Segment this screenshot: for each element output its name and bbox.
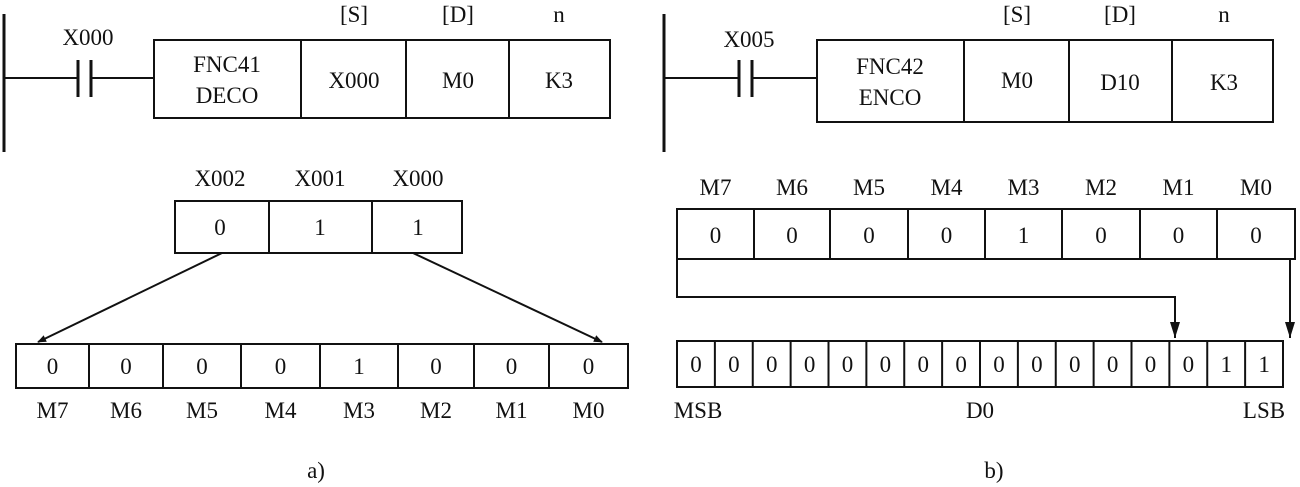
- source-bit-value: 0: [786, 223, 798, 248]
- register-bit-value: 0: [1183, 352, 1195, 377]
- ladder-rung-b: X005: [662, 14, 817, 152]
- source-register-b: M7 M6 M5 M4 M3 M2 M1 M0 0 0 0 0 1 0 0 0: [676, 175, 1296, 260]
- instruction-box-b: FNC42 ENCO [S] [D] n M0 D10 K3: [816, 2, 1274, 123]
- destination-bit-label: M6: [110, 398, 142, 423]
- contact-label: X005: [723, 27, 774, 52]
- source-bit-label: X000: [392, 166, 443, 191]
- register-label: D0: [966, 398, 994, 423]
- register-bit-value: 0: [955, 352, 967, 377]
- source-bit-label: M4: [931, 175, 963, 200]
- caption-a: a): [307, 458, 325, 483]
- source-register-frame: [174, 200, 463, 254]
- instruction-code: FNC41: [193, 52, 261, 77]
- operand-count: K3: [1210, 70, 1238, 95]
- destination-bit-value: 1: [353, 354, 365, 379]
- decode-arrow-right: [412, 252, 603, 343]
- source-bit-label: M3: [1008, 175, 1040, 200]
- destination-bit-label: M0: [573, 398, 605, 423]
- destination-register-frame: [15, 343, 629, 389]
- destination-bit-label: M4: [265, 398, 297, 423]
- register-bit-value: 0: [766, 352, 778, 377]
- source-register-a: X002 X001 X000 0 1 1: [174, 166, 463, 254]
- source-bit-value: 0: [1250, 223, 1262, 248]
- destination-bit-value: 0: [47, 354, 59, 379]
- operand-source: M0: [1001, 68, 1033, 93]
- encode-arrow-msb-path: [676, 259, 1180, 338]
- destination-bit-value: 0: [275, 354, 287, 379]
- ladder-rung-a: X000: [2, 14, 154, 152]
- instruction-mnemonic: ENCO: [859, 85, 922, 110]
- register-bit-value: 0: [1107, 352, 1119, 377]
- source-bit-label: M2: [1085, 175, 1117, 200]
- source-bit-label: X002: [194, 166, 245, 191]
- destination-register-a: 0 0 0 0 1 0 0 0 M7 M6 M5 M4 M3 M2 M1 M0: [15, 343, 629, 423]
- register-bit-value: 0: [1145, 352, 1157, 377]
- panel-b-enco: X005 FNC42 ENCO [S] [D] n M0 D10 K3 M7 M6…: [662, 2, 1296, 483]
- destination-bit-label: M1: [496, 398, 528, 423]
- destination-bit-label: M2: [420, 398, 452, 423]
- panel-a-deco: X000 FNC41 DECO [S] [D] n X000 M0 K3 X00…: [2, 2, 629, 483]
- operand-destination: D10: [1100, 70, 1140, 95]
- operand-source: X000: [328, 68, 379, 93]
- operand-destination: M0: [442, 68, 474, 93]
- operand-header-n: n: [553, 2, 565, 27]
- operand-header-d: [D]: [442, 2, 474, 27]
- instruction-code: FNC42: [856, 54, 924, 79]
- instruction-frame: [816, 39, 1274, 123]
- instruction-box-a: FNC41 DECO [S] [D] n X000 M0 K3: [153, 2, 611, 119]
- source-bit-label: M0: [1240, 175, 1272, 200]
- source-bit-value: 0: [863, 223, 875, 248]
- source-bit-label: X001: [294, 166, 345, 191]
- decode-arrow-left: [37, 252, 223, 343]
- source-bit-value: 1: [1018, 223, 1030, 248]
- destination-bit-label: M7: [37, 398, 69, 423]
- operand-count: K3: [545, 68, 573, 93]
- register-bit-value: 0: [1069, 352, 1081, 377]
- source-bit-value: 1: [314, 215, 326, 240]
- destination-bit-value: 0: [583, 354, 595, 379]
- source-bit-label: M1: [1163, 175, 1195, 200]
- register-bit-value: 0: [917, 352, 929, 377]
- register-bit-value: 0: [690, 352, 702, 377]
- destination-bit-value: 0: [196, 354, 208, 379]
- source-bit-value: 0: [214, 215, 226, 240]
- instruction-frame: [153, 39, 611, 119]
- source-bit-value: 0: [941, 223, 953, 248]
- contact-label: X000: [62, 25, 113, 50]
- lsb-label: LSB: [1243, 398, 1285, 423]
- msb-label: MSB: [674, 398, 723, 423]
- register-bit-value: 0: [880, 352, 892, 377]
- destination-bit-value: 0: [430, 354, 442, 379]
- register-bit-value: 0: [842, 352, 854, 377]
- register-bit-value: 1: [1220, 352, 1232, 377]
- instruction-mnemonic: DECO: [196, 83, 259, 108]
- register-bit-value: 0: [1031, 352, 1043, 377]
- operand-header-d: [D]: [1104, 2, 1136, 27]
- register-bit-value: 1: [1258, 352, 1270, 377]
- caption-b: b): [984, 458, 1003, 483]
- source-bit-label: M5: [853, 175, 885, 200]
- register-bit-value: 0: [804, 352, 816, 377]
- destination-bit-label: M5: [186, 398, 218, 423]
- source-bit-value: 0: [1095, 223, 1107, 248]
- operand-header-n: n: [1218, 2, 1230, 27]
- operand-header-s: [S]: [340, 2, 368, 27]
- destination-bit-value: 0: [120, 354, 132, 379]
- operand-header-s: [S]: [1003, 2, 1031, 27]
- source-bit-value: 1: [412, 215, 424, 240]
- source-bit-value: 0: [710, 223, 722, 248]
- destination-bit-value: 0: [506, 354, 518, 379]
- register-bit-value: 0: [993, 352, 1005, 377]
- source-bit-label: M7: [700, 175, 732, 200]
- destination-bit-label: M3: [343, 398, 375, 423]
- register-bit-value: 0: [728, 352, 740, 377]
- source-bit-label: M6: [776, 175, 808, 200]
- source-bit-value: 0: [1173, 223, 1185, 248]
